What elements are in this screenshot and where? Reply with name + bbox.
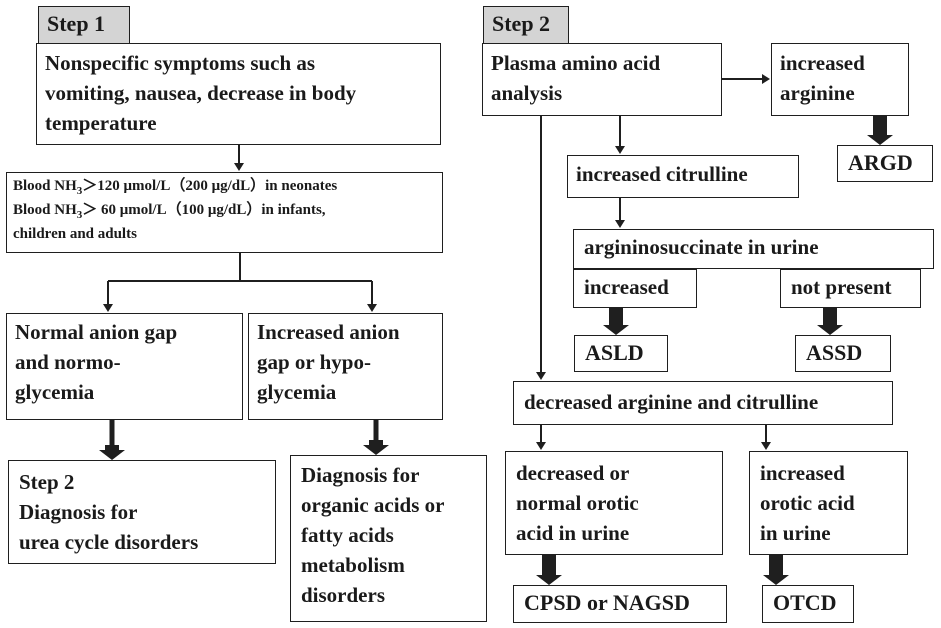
arrowhead-small [367, 304, 377, 312]
connector-lines [107, 78, 767, 444]
block-arrow [603, 308, 629, 335]
arrowhead-small [762, 74, 770, 84]
cpsd-nagsd-box: CPSD or NAGSD [513, 585, 727, 623]
increased-arginine-box: increased arginine [771, 43, 909, 116]
arrowhead-small [615, 146, 625, 154]
block-arrow [867, 116, 893, 145]
thick-connector-lines [109, 420, 379, 448]
argininosuccinate-urine-box: argininosuccinate in urine [573, 229, 934, 269]
asa-increased-box: increased [573, 269, 697, 308]
ammonia-neonates-line: Blood NH3＞120 μmol/L（200 μg/dL）in neonat… [13, 178, 338, 197]
arrowhead-small [234, 163, 244, 171]
orotic-acid-high-box: increased orotic acid in urine [749, 451, 908, 555]
plasma-amino-acid-analysis-box: Plasma amino acid analysis [482, 43, 722, 116]
blood-ammonia-criteria-box: Blood NH3＞120 μmol/L（200 μg/dL）in neonat… [6, 172, 443, 253]
orotic-acid-low-box: decreased or normal orotic acid in urine [505, 451, 723, 555]
step1-label: Step 1 [38, 6, 130, 44]
assd-box: ASSD [795, 335, 891, 372]
block-arrow [817, 308, 843, 335]
urea-cycle-diagnosis-box: Step 2 Diagnosis for urea cycle disorder… [8, 460, 276, 564]
arrowhead-small [615, 220, 625, 228]
organic-fatty-acid-diagnosis-box: Diagnosis for organic acids or fatty aci… [290, 455, 487, 622]
argd-box: ARGD [837, 145, 933, 182]
ammonia-infants-line: Blood NH3＞ 60 μmol/L（100 μg/dL）in infant… [13, 202, 326, 221]
asld-box: ASLD [574, 335, 668, 372]
step2-label: Step 2 [483, 6, 569, 44]
increased-anion-gap-box: Increased anion gap or hypo- glycemia [248, 313, 443, 420]
arrowhead-small [103, 304, 113, 312]
nonspecific-symptoms-box: Nonspecific symptoms such as vomiting, n… [36, 43, 441, 145]
normal-anion-gap-box: Normal anion gap and normo- glycemia [6, 313, 243, 420]
arrowhead-small [536, 442, 546, 450]
asa-not-present-box: not present [780, 269, 921, 308]
otcd-box: OTCD [762, 585, 854, 623]
arrowhead-large [99, 445, 125, 460]
arrowhead-small [536, 372, 546, 380]
decreased-arginine-citrulline-box: decreased arginine and citrulline [513, 381, 893, 425]
arrowhead-large [363, 440, 389, 455]
block-arrow [536, 555, 562, 585]
block-arrow [763, 555, 789, 585]
arrowheads [99, 74, 893, 585]
increased-citrulline-box: increased citrulline [567, 155, 799, 198]
arrowhead-small [761, 442, 771, 450]
